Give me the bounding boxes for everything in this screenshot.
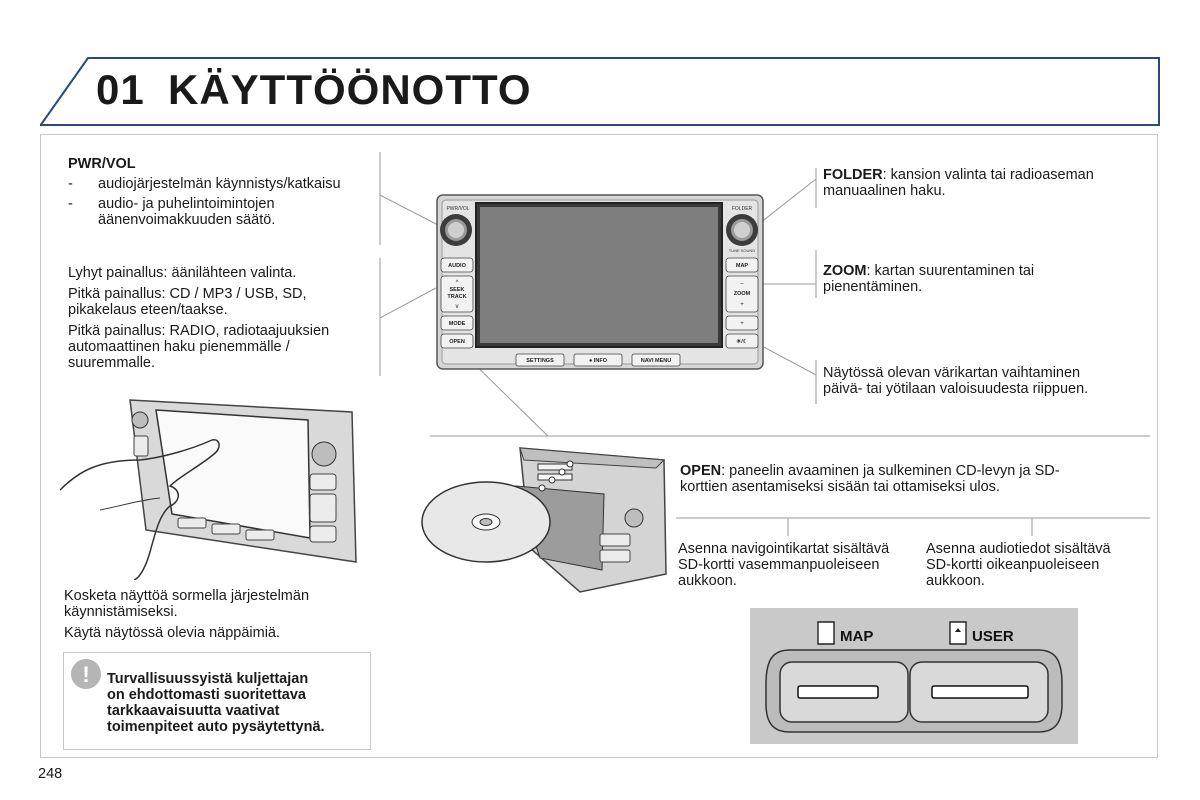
info-button: [573, 353, 623, 367]
sd-slot-panel: MAP USER: [750, 608, 1078, 744]
svg-text:SETTINGS: SETTINGS: [526, 358, 554, 364]
unknown-right-button: [725, 315, 759, 331]
day-night-button: [725, 333, 759, 349]
audio-button: [440, 257, 474, 273]
open-text: OPEN: paneelin avaaminen ja sulkeminen C…: [680, 463, 1060, 495]
folder-label: FOLDER: [732, 206, 753, 212]
user-label: USER: [972, 628, 1014, 645]
zoom-button: [725, 275, 759, 313]
svg-text:NAVI MENU: NAVI MENU: [641, 358, 671, 364]
svg-text:v: v: [456, 304, 459, 310]
svg-text:● INFO: ● INFO: [589, 358, 608, 364]
tune-sound-label: TUNE SOUND: [729, 248, 756, 253]
touch-screen-illustration: [60, 399, 357, 580]
svg-text:–: –: [740, 281, 744, 287]
long-press-text: Pitkä painallus: CD / MP3 / USB, SD,pika…: [68, 286, 307, 318]
page-number: 248: [38, 766, 63, 782]
mode-button: [440, 315, 474, 331]
map-sd-icon: [817, 621, 835, 645]
svg-text:^: ^: [456, 280, 459, 286]
content-frame: [40, 134, 1158, 758]
settings-button: [515, 353, 565, 367]
navi-menu-button: [631, 353, 681, 367]
svg-text:OPEN: OPEN: [449, 339, 465, 345]
warning-box: [63, 652, 371, 750]
pwr-vol-section: PWR/VOL -audiojärjestelmän käynnistys/ka…: [68, 156, 378, 232]
map-label: MAP: [840, 628, 873, 645]
open-panel-illustration: [421, 447, 667, 593]
svg-text:+: +: [740, 321, 744, 327]
header-band: [40, 57, 1160, 126]
audio-seek-section: Lyhyt painallus: äänilähteen valinta. Pi…: [68, 265, 378, 376]
svg-text:SEEK: SEEK: [450, 287, 465, 293]
open-button: [440, 333, 474, 349]
seek-track-button: [440, 275, 474, 313]
pwr-vol-label: PWR/VOL: [446, 206, 469, 212]
svg-text:AUDIO: AUDIO: [448, 263, 466, 269]
user-sd-icon: [949, 621, 967, 645]
chapter-title: KÄYTTÖÖNOTTO: [168, 66, 532, 113]
chapter-number: 01: [96, 66, 145, 113]
pwr-vol-title: PWR/VOL: [68, 156, 136, 172]
map-button: [725, 257, 759, 273]
warning-icon: !: [71, 659, 101, 689]
svg-text:☀/☾: ☀/☾: [736, 338, 747, 345]
list-item: -audiojärjestelmän käynnistys/katkaisu: [68, 176, 341, 192]
use-keys-text: Käytä näytössä olevia näppäimiä.: [64, 625, 281, 641]
svg-text:ZOOM: ZOOM: [734, 291, 751, 297]
long-press-radio-text: Pitkä painallus: RADIO, radiotaajuuksien…: [68, 323, 330, 371]
short-press-text: Lyhyt painallus: äänilähteen valinta.: [68, 265, 297, 281]
svg-text:MAP: MAP: [736, 263, 749, 269]
svg-text:!: !: [82, 662, 89, 687]
svg-text:+: +: [740, 302, 744, 308]
svg-text:TRACK: TRACK: [447, 294, 466, 300]
device-front-illustration: PWR/VOL FOLDER TUNE SOUND AUDIO SEEK TRA…: [436, 194, 764, 370]
svg-text:MODE: MODE: [449, 321, 466, 327]
